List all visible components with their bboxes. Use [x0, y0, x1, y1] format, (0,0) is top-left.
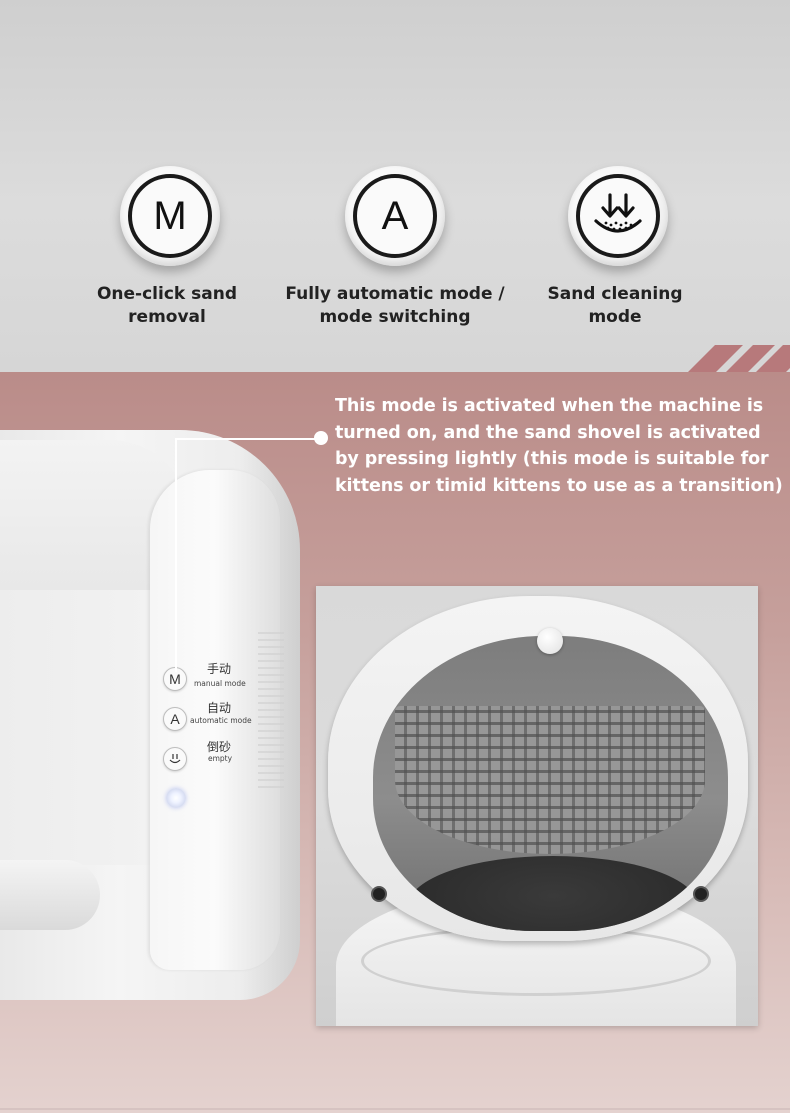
manual-mode-symbol: M	[169, 671, 181, 687]
feature-3-caption-line-1: Sand cleaning	[547, 284, 683, 304]
feature-1-caption-line-1: One-click sand	[96, 284, 238, 304]
manual-mode-label-cn: 手动	[207, 662, 232, 676]
automatic-mode-label-en: automatic mode	[190, 716, 252, 725]
callout-line-vertical	[175, 438, 177, 672]
description-line-1: This mode is activated when the machine …	[335, 396, 764, 416]
empty-litter-button	[163, 747, 187, 771]
sand-cleaning-arrows-icon	[576, 174, 660, 258]
photo-drum-interior	[373, 636, 728, 931]
automatic-mode-symbol: A	[170, 711, 180, 727]
feature-2-letter: A	[381, 194, 409, 238]
feature-3-caption: Sand cleaning mode	[495, 283, 735, 329]
feature-2-caption-line-2: mode switching	[319, 307, 471, 327]
photo-drum-floor	[408, 856, 698, 931]
feature-sand-cleaning-button-graphic	[568, 166, 668, 266]
photo-top-sensor	[537, 628, 563, 654]
a-letter-icon: A	[353, 174, 437, 258]
feature-manual-button-graphic: M	[120, 166, 220, 266]
callout-line-horizontal	[175, 438, 322, 440]
photo-door-frame	[328, 596, 748, 941]
litter-box-base-handle	[0, 860, 100, 930]
status-indicator-light	[166, 788, 186, 808]
mode-description: This mode is activated when the machine …	[335, 393, 785, 499]
automatic-mode-button: A	[163, 707, 187, 731]
panel-sticker	[258, 628, 284, 788]
automatic-mode-label-cn: 自动	[207, 701, 232, 715]
sand-cleaning-glyph	[594, 193, 642, 233]
feature-1-caption-line-2: removal	[128, 307, 206, 327]
feature-2-caption-line-1: Fully automatic mode /	[285, 284, 505, 304]
photo-left-hinge	[373, 888, 385, 900]
feature-automatic-button-graphic: A	[345, 166, 445, 266]
empty-label-en: empty	[208, 754, 233, 763]
photo-right-hinge	[695, 888, 707, 900]
empty-label-cn: 倒砂	[207, 740, 232, 754]
empty-litter-icon	[169, 754, 181, 764]
feature-1-caption: One-click sand removal	[47, 283, 287, 329]
top-feature-band: M One-click sand removal A Fully automat…	[0, 0, 790, 372]
litter-box-front	[0, 590, 156, 865]
manual-mode-label-en: manual mode	[194, 679, 246, 688]
litter-box-interior-photo	[316, 586, 758, 1026]
photo-filter-grid-overlay	[395, 706, 705, 854]
m-letter-icon: M	[128, 174, 212, 258]
description-line-2: turned on, and the sand shovel is activa…	[335, 422, 761, 443]
feature-3-caption-line-2: mode	[588, 307, 642, 327]
callout-dot	[314, 431, 328, 445]
description-line-4: kittens or timid kittens to use as a tra…	[335, 475, 783, 496]
feature-1-letter: M	[153, 194, 187, 238]
description-line-3: by pressing lightly (this mode is suitab…	[335, 449, 769, 469]
feature-2-caption: Fully automatic mode / mode switching	[275, 283, 515, 329]
bottom-divider	[0, 1108, 790, 1110]
